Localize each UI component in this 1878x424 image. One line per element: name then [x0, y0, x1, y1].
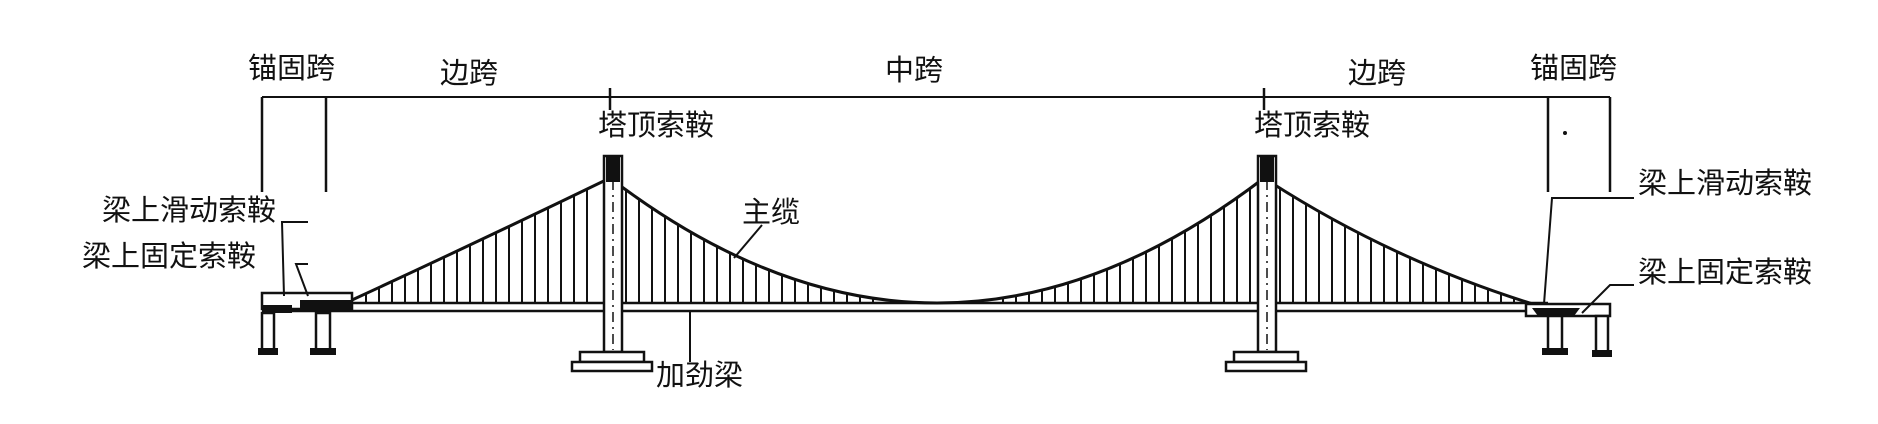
- anchor-span-left-label: 锚固跨: [248, 51, 335, 85]
- fixed-saddle-right-label: 梁上固定索鞍: [1638, 255, 1812, 289]
- tower-right: [1224, 154, 1308, 373]
- sliding-saddle-right-label: 梁上滑动索鞍: [1638, 166, 1812, 200]
- sliding-saddle-left-label: 梁上滑动索鞍: [102, 193, 276, 227]
- side-span-left-label: 边跨: [440, 56, 498, 90]
- main-span-label: 中跨: [885, 53, 943, 87]
- span-dimension-line: [260, 88, 1612, 192]
- side-span-right-label: 边跨: [1348, 56, 1406, 90]
- right-end-supports: [1524, 302, 1612, 357]
- tower-saddle-right-label: 塔顶索鞍: [1254, 108, 1370, 142]
- stiffening-girder: [282, 301, 1548, 313]
- tower-left: [570, 154, 654, 373]
- leader-lines: [280, 197, 1634, 362]
- main-cable-label: 主缆: [742, 195, 800, 229]
- fixed-saddle-left-label: 梁上固定索鞍: [82, 239, 256, 273]
- hangers: [365, 188, 1515, 303]
- main-cable: [351, 176, 1537, 307]
- tower-saddle-left-label: 塔顶索鞍: [598, 108, 714, 142]
- stiffening-girder-label: 加劲梁: [656, 358, 743, 392]
- anchor-span-right-label: 锚固跨: [1530, 51, 1617, 85]
- left-end-supports: [258, 291, 354, 355]
